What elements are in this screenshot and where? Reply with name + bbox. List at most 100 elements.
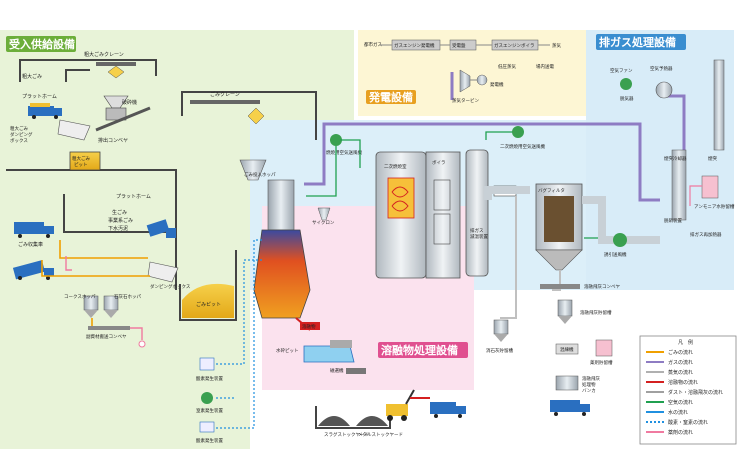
air-fan: 空気ファン 脱気器 xyxy=(610,67,634,102)
loader-icon xyxy=(386,389,415,421)
ammonia-line xyxy=(689,185,702,206)
mixer: 混練機 xyxy=(555,343,579,355)
svg-text:場内送電: 場内送電 xyxy=(536,63,554,70)
svg-text:煙突: 煙突 xyxy=(708,155,717,162)
svg-text:バンカ: バンカ xyxy=(582,388,596,394)
svg-text:溶融物処理設備: 溶融物処理設備 xyxy=(381,343,458,357)
svg-text:都市ガス: 都市ガス xyxy=(364,41,382,48)
svg-text:副資材搬送コンベヤ: 副資材搬送コンベヤ xyxy=(86,333,127,340)
svg-text:二次燃焼用空気送風機: 二次燃焼用空気送風機 xyxy=(500,143,545,150)
svg-text:石灰石ホッパ: 石灰石ホッパ xyxy=(114,293,141,300)
svg-text:メタルストックヤード: メタルストックヤード xyxy=(358,431,403,438)
svg-text:ボイラ: ボイラ xyxy=(432,159,446,166)
crusher-icon: 破砕機 xyxy=(103,95,137,121)
fly-ash-line: 溶融飛灰コンベヤ xyxy=(500,196,620,319)
svg-text:ごみ収集車: ごみ収集車 xyxy=(18,241,43,248)
platform-top-label: プラットホーム xyxy=(22,94,57,100)
svg-text:ごみピット: ごみピット xyxy=(196,301,221,308)
truck-left-2 xyxy=(12,260,54,280)
svg-text:コークスホッパ: コークスホッパ xyxy=(64,294,96,300)
svg-text:蒸気: 蒸気 xyxy=(552,42,561,49)
bunker-truck xyxy=(550,400,590,416)
svg-text:ごみ投入ホッパ: ごみ投入ホッパ xyxy=(244,171,276,178)
svg-text:アンモニア水貯留槽: アンモニア水貯留槽 xyxy=(694,203,735,210)
svg-text:ダンピング: ダンピング xyxy=(10,131,33,138)
svg-text:水砕ピット: 水砕ピット xyxy=(276,347,299,354)
boiler: ボイラ xyxy=(425,151,461,279)
waste-flow-lines xyxy=(41,240,150,326)
combustion-blower: 燃焼用空気送風機 xyxy=(326,134,362,156)
svg-text:煙突冷却器: 煙突冷却器 xyxy=(664,155,687,162)
denox-column: 煙突冷却器 脱硝装置 排ガス再加熱器 xyxy=(664,149,722,238)
secondary-air-fan: 二次燃焼用空気送風機 xyxy=(500,126,545,150)
svg-text:窒素発生装置: 窒素発生装置 xyxy=(196,407,223,414)
power-lines xyxy=(380,44,550,81)
combustion-chamber: 二次燃焼室 xyxy=(375,151,427,279)
svg-text:ガスエンジンボイラ: ガスエンジンボイラ xyxy=(494,42,535,49)
bulky-dumping-box: 粗大ごみ ダンピング ボックス xyxy=(10,119,91,144)
svg-text:排ガス: 排ガス xyxy=(470,227,484,234)
exhaust-zone-bg xyxy=(586,30,734,290)
svg-text:下水汚泥: 下水汚泥 xyxy=(108,225,128,232)
legend-item-label: ガスの流れ xyxy=(668,359,693,366)
pink-flow-lines xyxy=(65,256,143,340)
bag-filter: バグフィルタ xyxy=(535,183,583,271)
svg-text:脱気器: 脱気器 xyxy=(620,95,634,102)
svg-text:二次燃焼室: 二次燃焼室 xyxy=(384,163,407,170)
bulky-truck-icon xyxy=(28,103,62,119)
grey-duct xyxy=(484,186,660,244)
power-zone-title: 発電設備 xyxy=(366,90,416,104)
fly-ash-tank: 溶融飛灰貯留槽 xyxy=(557,299,612,324)
svg-text:溶融飛灰コンベヤ: 溶融飛灰コンベヤ xyxy=(584,283,620,290)
legend-item-label: 酸素・窒素の流れ xyxy=(668,419,708,426)
building-outline xyxy=(6,59,317,290)
magnetic-separator: 磁選機 xyxy=(330,340,366,374)
exhaust-zone-title: 排ガス処理設備 xyxy=(596,34,686,50)
svg-text:混練機: 混練機 xyxy=(560,346,574,353)
nitrogen-generator: 窒素発生装置 xyxy=(196,392,223,414)
legend-item-label: 蒸気の流れ xyxy=(668,369,693,376)
melting-furnace: サイクロン xyxy=(253,179,335,319)
legend-item-label: ごみの流れ xyxy=(668,349,693,356)
waste-crane: ごみクレーン xyxy=(190,91,265,125)
legend-item-label: ダスト・溶融飛灰の流れ xyxy=(668,389,723,396)
svg-text:排出コンベヤ: 排出コンベヤ xyxy=(98,137,128,144)
svg-text:蒸気タービン: 蒸気タービン xyxy=(452,97,479,104)
bulky-pit: 粗大ごみ ピット xyxy=(69,151,101,171)
svg-text:排ガス処理設備: 排ガス処理設備 xyxy=(599,35,676,49)
processed-bunker: 溶融飛灰 処理物 バンカ xyxy=(555,375,600,394)
waste-hopper: ごみ投入ホッパ xyxy=(239,159,276,181)
svg-text:粗大ごみ: 粗大ごみ xyxy=(10,125,28,132)
lime-tank: 消石灰貯留槽 xyxy=(486,319,513,354)
truck-left-1: ごみ収集車 xyxy=(14,222,54,248)
svg-text:低圧蒸気: 低圧蒸気 xyxy=(498,63,516,70)
svg-text:ダンピングボックス: ダンピングボックス xyxy=(150,283,191,290)
bulky-waste-label: 粗大ごみ xyxy=(22,73,42,80)
aux-conveyor: 副資材搬送コンベヤ xyxy=(86,326,130,340)
svg-text:サイクロン: サイクロン xyxy=(312,220,335,226)
svg-text:処理物: 処理物 xyxy=(582,381,596,388)
slag-truck xyxy=(430,402,466,418)
svg-text:磁選機: 磁選機 xyxy=(330,367,344,374)
svg-text:受入供給設備: 受入供給設備 xyxy=(9,37,75,51)
legend-item-label: 空気の流れ xyxy=(668,399,693,406)
ammonia-tank: アンモニア水貯留槽 xyxy=(694,175,735,210)
bulky-crane: 粗大ごみクレーン xyxy=(84,51,136,79)
svg-text:生ごみ: 生ごみ xyxy=(112,209,127,216)
svg-text:空気予熱器: 空気予熱器 xyxy=(650,65,673,72)
coke-hopper: コークスホッパ xyxy=(64,294,99,318)
svg-text:破砕機: 破砕機 xyxy=(122,99,137,106)
stack: 煙突 xyxy=(708,59,725,162)
svg-text:酸素発生装置: 酸素発生装置 xyxy=(196,375,223,382)
chelate-tank: 薬剤貯留槽 xyxy=(590,339,613,366)
svg-text:発電設備: 発電設備 xyxy=(368,90,413,104)
svg-text:ごみクレーン: ごみクレーン xyxy=(210,91,240,98)
oxygen-flow-lines xyxy=(216,239,264,429)
oxygen-generator-1: 酸素発生装置 xyxy=(196,357,223,382)
svg-text:事業系ごみ: 事業系ごみ xyxy=(108,217,133,224)
dump-truck-mid xyxy=(146,219,176,238)
legend-title: 凡 例 xyxy=(678,339,693,346)
svg-text:ピット: ピット xyxy=(74,162,88,168)
